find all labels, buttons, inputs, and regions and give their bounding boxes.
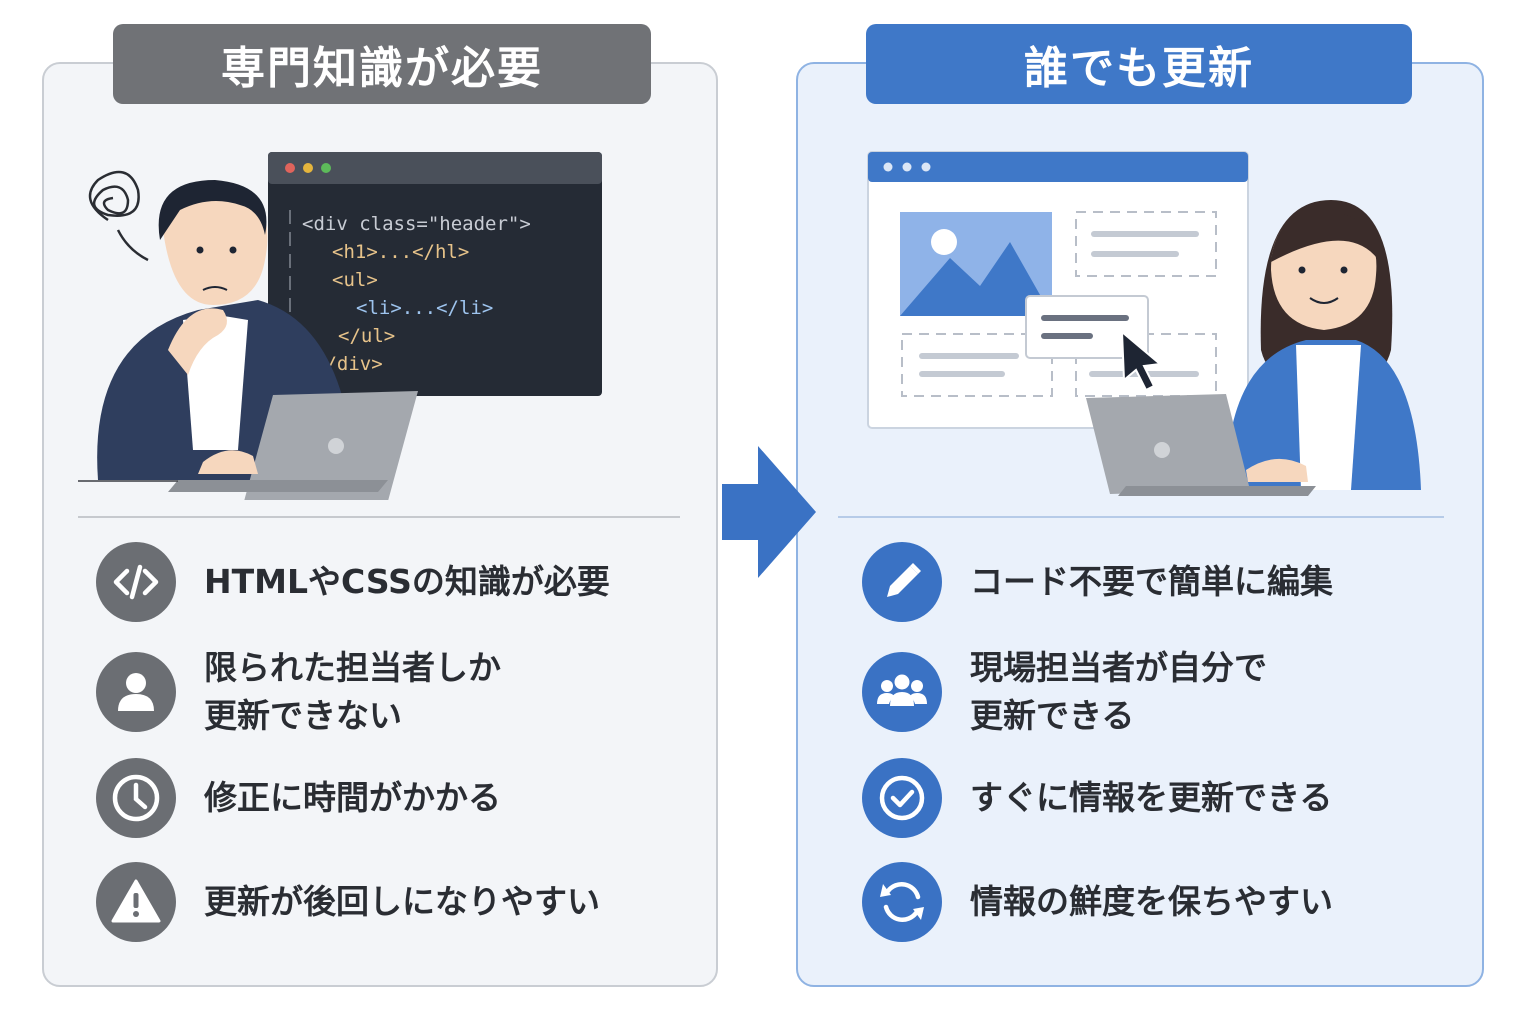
user-icon	[96, 652, 176, 732]
right-item-text: すぐに情報を更新できる	[970, 778, 1333, 817]
left-item-code: HTMLやCSSの知識が必要	[96, 542, 610, 622]
left-item-text: 限られた担当者しか 更新できない	[204, 648, 501, 735]
left-item-text: 修正に時間がかかる	[204, 778, 501, 817]
right-item-check: すぐに情報を更新できる	[862, 758, 1332, 838]
code-icon	[96, 542, 176, 622]
pencil-icon	[862, 542, 942, 622]
right-item-group: 現場担当者が自分で 更新できる	[862, 644, 1267, 740]
right-item-text: コード不要で簡単に編集	[970, 562, 1333, 601]
right-item-refresh: 情報の鮮度を保ちやすい	[862, 862, 1333, 942]
refresh-icon	[862, 862, 942, 942]
code-window	[268, 152, 602, 396]
check-circle-icon	[862, 758, 942, 838]
cursor-icon	[1120, 329, 1163, 392]
right-divider	[838, 516, 1444, 518]
left-item-warning: 更新が後回しになりやすい	[96, 862, 600, 942]
clock-icon	[96, 758, 176, 838]
code-line: <ul>	[332, 269, 378, 291]
left-item-text: 更新が後回しになりやすい	[204, 882, 600, 921]
code-line: <li>...</li>	[356, 297, 493, 319]
right-item-text: 情報の鮮度を保ちやすい	[970, 882, 1333, 921]
code-line: <div class="header">	[302, 213, 531, 235]
right-item-text: 現場担当者が自分で 更新できる	[970, 648, 1267, 735]
edit-popup	[1025, 295, 1149, 359]
confusion-icon	[88, 170, 149, 262]
warning-icon	[96, 862, 176, 942]
left-item-user: 限られた担当者しか 更新できない	[96, 644, 501, 740]
developer-illustration: <div class="header"> <h1>...</hl> <ul> <…	[78, 152, 602, 500]
right-title: 誰でも更新	[866, 24, 1412, 104]
left-divider	[78, 516, 680, 518]
code-line: </ul>	[338, 325, 395, 347]
left-item-text: HTMLやCSSの知識が必要	[204, 562, 610, 601]
transition-arrow-icon	[722, 446, 816, 578]
group-icon	[862, 652, 942, 732]
editor-illustration	[867, 151, 1421, 496]
left-title: 専門知識が必要	[113, 24, 651, 104]
right-item-edit: コード不要で簡単に編集	[862, 542, 1333, 622]
left-item-clock: 修正に時間がかかる	[96, 758, 501, 838]
code-line: <h1>...</hl>	[332, 241, 469, 263]
